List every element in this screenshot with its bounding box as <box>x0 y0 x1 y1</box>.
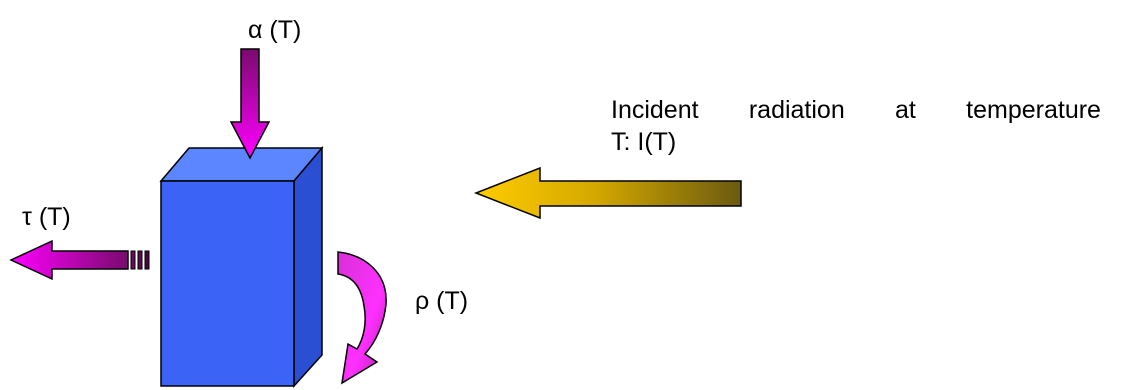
incident-word: radiation <box>749 94 845 126</box>
block-side-face <box>294 148 322 386</box>
incident-arrow <box>476 168 741 218</box>
reflectance-label: ρ (T) <box>415 287 468 316</box>
incident-label-line-1: Incident radiation at temperature <box>611 94 1101 126</box>
reflected-arrow <box>338 252 386 383</box>
incident-word: at <box>895 94 916 126</box>
transmittance-label: τ (T) <box>22 203 71 232</box>
incident-word: temperature <box>966 94 1101 126</box>
absorbed-arrow <box>231 49 269 158</box>
incident-radiation-label: Incident radiation at temperature T: I(T… <box>611 94 1101 158</box>
block <box>161 148 322 386</box>
absorptance-label: α (T) <box>248 16 301 45</box>
block-front-face <box>161 181 294 386</box>
incident-word: Incident <box>611 94 699 126</box>
transmitted-arrow <box>11 241 149 279</box>
incident-label-line-2: T: I(T) <box>611 126 1101 158</box>
